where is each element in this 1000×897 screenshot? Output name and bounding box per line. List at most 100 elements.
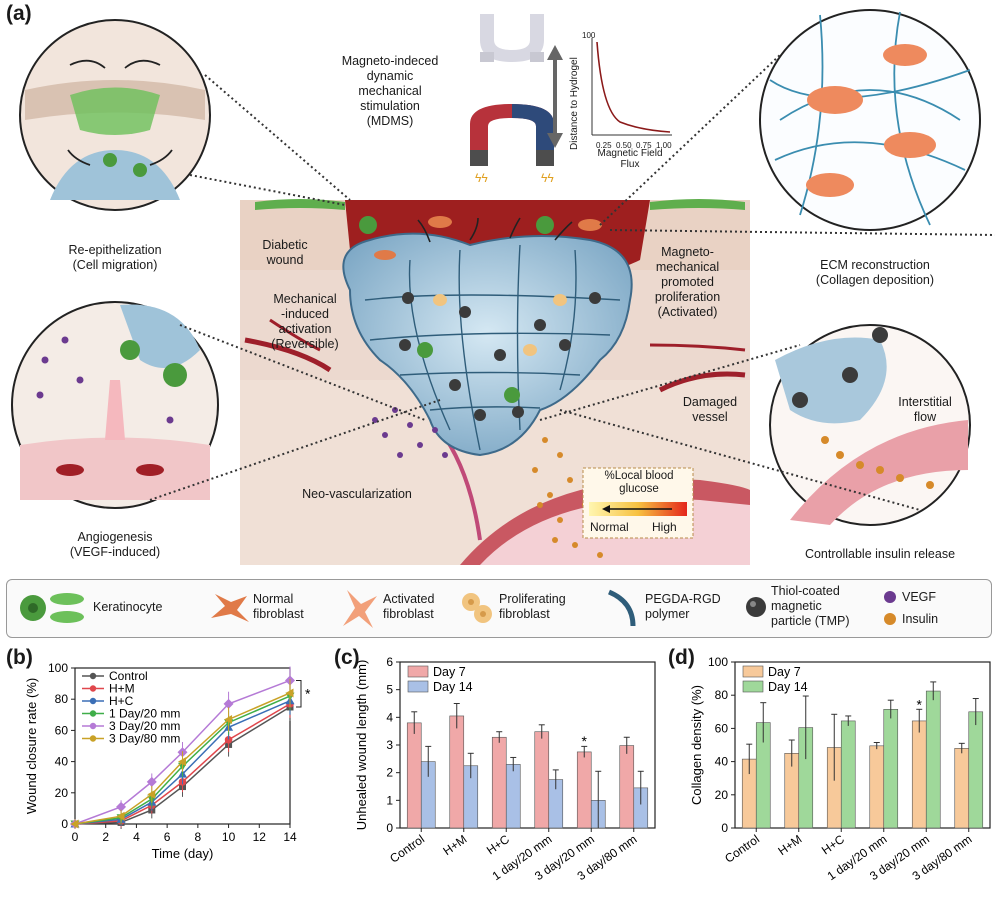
distance-arrow	[547, 45, 563, 148]
legend-marker	[89, 697, 97, 705]
data-point	[224, 735, 233, 744]
x-tick-label: H+C	[484, 832, 512, 858]
y-tick-label: 0	[61, 817, 68, 831]
y-tick-label: 2	[386, 766, 393, 780]
y-tick-label: 5	[386, 683, 393, 697]
x-tick-label: H+C	[819, 832, 847, 858]
inset-xtick: 1.00	[656, 141, 672, 150]
angiogenesis-inset	[11, 301, 219, 509]
plot-frame	[74, 667, 291, 825]
series-line	[74, 700, 291, 825]
legend-label: Day 7	[433, 665, 466, 679]
y-tick-label: 1	[386, 793, 393, 807]
magnet-active-icon: ϟϟ ϟϟ	[470, 104, 554, 185]
data-point	[223, 698, 234, 709]
glucose-normal: Normal	[590, 520, 629, 534]
significance-mark: *	[305, 686, 311, 702]
glucose-high: High	[652, 520, 677, 534]
y-axis-label: Wound closure rate (%)	[24, 678, 39, 814]
y-tick-label: 20	[55, 786, 69, 800]
re-epithelization-label: Re-epithelization(Cell migration)	[68, 243, 162, 272]
legend-vegf: VEGF	[902, 590, 937, 604]
x-tick-label: 14	[283, 830, 297, 844]
legend-marker	[89, 710, 97, 717]
data-point	[116, 811, 125, 821]
bar	[883, 709, 899, 829]
legend-marker	[89, 685, 97, 692]
vegf-icon	[884, 591, 896, 625]
legend-label: Control	[109, 669, 148, 683]
x-axis-label: Time (day)	[152, 846, 214, 861]
y-tick-label: 40	[715, 755, 729, 769]
legend-label: Day 14	[768, 680, 808, 694]
bar	[925, 690, 941, 829]
data-point	[178, 757, 186, 767]
y-tick-label: 100	[48, 661, 68, 675]
magnet-icon	[480, 14, 544, 62]
data-point	[224, 714, 233, 724]
bar	[968, 711, 984, 829]
legend-keratinocyte: Keratinocyte	[93, 600, 163, 614]
legend-label: H+M	[109, 682, 135, 696]
series-line	[74, 692, 291, 825]
plot-frame	[734, 661, 991, 829]
x-tick-label: Control	[722, 832, 762, 866]
legend-label: Day 14	[433, 680, 473, 694]
ecm-reconstruction-inset	[759, 9, 981, 231]
ecm-label: ECM reconstruction(Collagen deposition)	[815, 258, 935, 287]
series-line	[74, 695, 291, 825]
panel-label-d: (d)	[668, 646, 695, 669]
y-axis-label: Collagen density (%)	[689, 685, 704, 805]
bar	[954, 748, 970, 829]
data-point	[146, 776, 157, 787]
x-tick-label: 2	[102, 830, 109, 844]
pegda-polymer-icon	[607, 589, 636, 627]
x-tick-label: 10	[222, 830, 236, 844]
x-tick-label: 12	[253, 830, 267, 844]
x-tick-label: Control	[387, 832, 427, 866]
bar	[619, 745, 635, 829]
series-line	[74, 679, 291, 825]
y-axis-label: Unhealed wound length (mm)	[354, 660, 369, 831]
y-tick-label: 80	[715, 688, 729, 702]
schematic-diagram: ϟϟ ϟϟ	[11, 9, 996, 565]
legend-label: 3 Day/20 mm	[109, 719, 180, 733]
x-tick-label: 6	[164, 830, 171, 844]
proliferating-fibroblast-icon	[462, 593, 492, 623]
x-tick-label: 0	[72, 830, 79, 844]
legend-swatch	[407, 665, 429, 678]
y-tick-label: 60	[715, 721, 729, 735]
inset-xtick: 0.75	[636, 141, 652, 150]
significance-mark: *	[917, 696, 923, 712]
series-line	[74, 703, 291, 825]
y-tick-label: 4	[386, 710, 393, 724]
panel-label-a: (a)	[6, 2, 32, 25]
data-point	[147, 789, 156, 799]
bar	[406, 722, 422, 829]
legend-swatch	[742, 680, 764, 693]
legend-label: H+C	[109, 694, 134, 708]
bar	[505, 764, 521, 829]
bar	[911, 720, 927, 829]
legend-swatch	[742, 665, 764, 678]
data-point	[285, 688, 294, 698]
legend-marker	[89, 722, 97, 730]
legend-label: 3 Day/80 mm	[109, 732, 180, 746]
panel-label-b: (b)	[6, 646, 33, 669]
insulin-release-label: Controllable insulin release	[804, 547, 956, 561]
panel-label-c: (c)	[334, 646, 360, 669]
significance-bracket	[296, 679, 302, 708]
glucose-scale	[582, 467, 694, 539]
x-tick-label: 8	[195, 830, 202, 844]
data-point	[116, 801, 127, 812]
